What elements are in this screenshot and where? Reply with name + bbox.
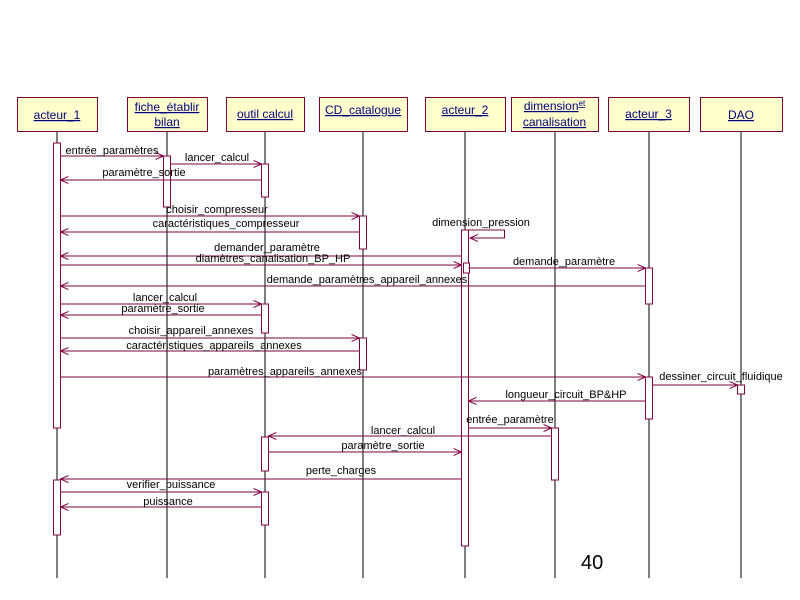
message-23-label: puissance: [143, 496, 193, 508]
page-number: 40: [581, 552, 604, 574]
activation-bar-8: [359, 215, 367, 250]
participant-6-label: dimensionet: [524, 99, 586, 114]
participant-5-label: acteur_2: [442, 103, 489, 117]
message-11-label: lancer_calcul: [133, 292, 197, 304]
activation-bar-7: [261, 491, 269, 526]
participant-6-label-sup: et: [579, 99, 586, 108]
message-5-label: caractéristiques_compresseur: [153, 218, 300, 230]
message-6-label: dimension_pression: [432, 217, 530, 229]
activation-bar-13: [645, 376, 653, 420]
message-16-label: dessiner_circuit_fluidique: [659, 371, 783, 383]
participant-3: outil calcul: [226, 97, 305, 132]
activation-bar-6: [261, 436, 269, 472]
activation-bar-2: [53, 479, 61, 536]
activation-bar-4: [261, 163, 269, 198]
participant-4-label: CD_catalogue: [325, 103, 401, 117]
participant-5-box: [425, 97, 506, 132]
participant-2-label-line1: fiche_établir: [135, 100, 200, 114]
participant-8-label-line1: DAO: [728, 108, 754, 122]
message-18-label: entrée_paramètre: [466, 414, 553, 426]
participant-1-label: acteur_1: [34, 108, 81, 122]
message-19-label: lancer_calcul: [371, 425, 435, 437]
participant-8-box: [700, 97, 783, 132]
participant-7-label-line1: acteur_3: [625, 107, 672, 121]
participant-3-box: [226, 97, 305, 132]
activation-bar-12: [645, 267, 653, 305]
participant-6-label-line2-text: canalisation: [523, 115, 586, 129]
participant-7: acteur_3: [608, 97, 690, 132]
participant-4-box: [319, 97, 408, 132]
participant-5: acteur_2: [425, 97, 506, 132]
message-10-label: demande_paramètres_appareil_annexes: [267, 274, 468, 286]
participant-7-label: acteur_3: [625, 107, 672, 121]
activation-bar-3: [163, 155, 171, 208]
message-14-label: caractéristiques_appareils_annexes: [126, 340, 302, 352]
message-1-label: entrée_paramètres: [66, 145, 159, 157]
message-13-label: choisir_appareil_annexes: [129, 325, 254, 337]
activation-bar-5: [261, 303, 269, 334]
activation-bar-11: [551, 427, 559, 481]
participant-1-box: [17, 97, 98, 132]
participant-6-label-line1: dimension: [524, 99, 579, 113]
message-3-label: paramètre_sortie: [102, 167, 185, 179]
message-20-label: paramètre_sortie: [341, 440, 424, 452]
activation-bar-1: [53, 142, 61, 429]
message-17-label: longueur_circuit_BP&HP: [505, 389, 626, 401]
participant-2-label-line2-text: bilan: [154, 115, 179, 129]
activation-bar-14: [737, 384, 745, 395]
participant-3-label-line1: outil calcul: [237, 107, 293, 121]
message-21-label: perte_charges: [306, 465, 377, 477]
message-6-self-arrow: [468, 229, 505, 238]
message-15-label: paramètres_appareils_annexes: [208, 366, 363, 378]
participant-2-label: fiche_établir: [135, 100, 200, 114]
participant-4: CD_catalogue: [319, 97, 408, 132]
message-2-label: lancer_calcul: [185, 152, 249, 164]
message-12-label: paramètre_sortie: [121, 303, 204, 315]
participant-6-box: [511, 97, 599, 132]
participant-8-label: DAO: [728, 108, 754, 122]
participant-7-box: [608, 97, 690, 132]
message-4-label: choisir_compresseur: [166, 204, 268, 216]
activation-bar-10: [461, 229, 469, 547]
participant-5-label-line1: acteur_2: [442, 103, 489, 117]
participant-2-label-line2: bilan: [154, 115, 179, 129]
message-9-label: demande_paramètre: [513, 256, 615, 268]
message-8-label: diamètres_canalisation_BP_HP: [196, 253, 351, 265]
participant-1: acteur_1: [17, 97, 98, 132]
participant-3-label: outil calcul: [237, 107, 293, 121]
participant-4-label-line1: CD_catalogue: [325, 103, 401, 117]
participant-2-box: [127, 97, 208, 132]
participant-8: DAO: [700, 97, 783, 132]
participant-6-label-line2: canalisation: [523, 115, 586, 129]
message-7-label: demander_paramètre: [214, 242, 320, 254]
message-22-label: verifier_puissance: [127, 479, 216, 491]
participant-1-label-line1: acteur_1: [34, 108, 81, 122]
activation-bar-9: [359, 337, 367, 371]
